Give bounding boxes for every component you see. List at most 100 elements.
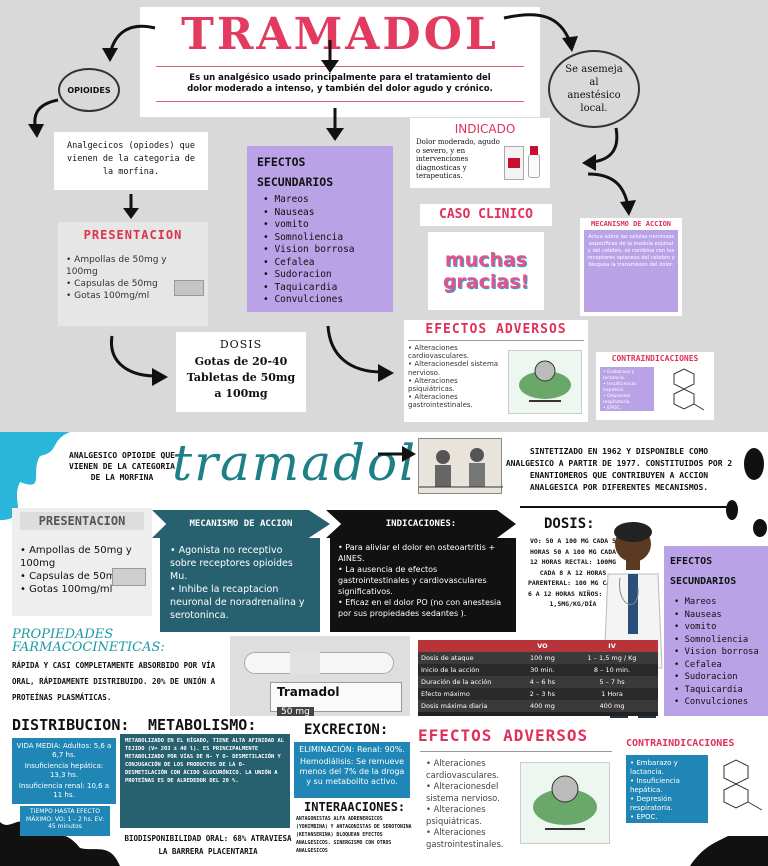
mecanismo-title: MECANISMO DE ACCION	[189, 519, 293, 529]
efectos-adversos-card: EFECTOS ADVERSOS Alteraciones cardiovasc…	[414, 726, 618, 862]
table-cell: Efecto máximo	[421, 690, 470, 698]
title-card: TRAMADOL Es un analgésico usado principa…	[140, 7, 540, 117]
presentacion-title: PRESENTACION	[20, 512, 144, 530]
list-item: Para aliviar el dolor en osteoartritis +…	[338, 542, 508, 564]
tiempo-text: TIEMPO HASTA EFECTO MÁXIMO: VO: 1 – 2 hs…	[26, 808, 104, 830]
indicaciones-header: INDICACIONES:	[326, 510, 516, 538]
propiedades-title: PROPIEDADES FARMACOCINETICAS:	[12, 627, 165, 655]
contraindicaciones-list: Embarazo y lactancia. Insuficiencia hepá…	[630, 759, 704, 822]
historical-illustration-icon	[418, 438, 503, 494]
arrow-left-icon	[102, 24, 156, 62]
list-item: vomito	[674, 621, 762, 634]
curved-arrow-icon	[28, 98, 59, 138]
efectos-secundarios-list: Mareos Nauseas vomito Somnoliencia Visio…	[257, 194, 383, 307]
list-item: Cefalea	[263, 257, 383, 270]
efectos-secundarios-title: EFECTOS SECUNDARIOS	[257, 155, 334, 189]
efectos-secundarios-title: EFECTOS SECUNDARIOS	[670, 556, 737, 587]
list-item: Capsulas de 50mg	[20, 570, 144, 583]
arrow-right-icon	[378, 446, 416, 462]
list-item: Alteraciones psiquiátricas.	[426, 804, 512, 827]
pill-label: Tramadol	[277, 685, 340, 699]
mecanismo-card: Agonista no receptivo sobre receptores o…	[160, 538, 320, 632]
efectos-adversos-list: Alteraciones cardiovasculares. Alteracio…	[408, 344, 504, 410]
dosis-text: Gotas de 20-40 Tabletas de 50mg a 100mg	[186, 355, 296, 400]
excrecion-line: Hemodiálisis: Se remueve menos del 7% de…	[299, 757, 405, 786]
list-item: Alteraciones gastrointestinales.	[426, 827, 512, 850]
list-item: Sudoracion	[674, 671, 762, 684]
indicado-card: INDICADO Dolor moderado, agudo o severo,…	[410, 118, 550, 188]
list-item: Insuficiencia hepatica.	[603, 382, 651, 394]
list-item: Vision borrosa	[263, 244, 383, 257]
presentacion-card: PRESENTACION Ampollas de 50mg y 100mg Ca…	[58, 222, 208, 326]
arrow-down-icon	[326, 108, 344, 141]
list-item: Embarazo y lactancia.	[630, 759, 704, 777]
contra-box: Embarazo y lactancia. Insuficiencia hepa…	[600, 367, 654, 411]
caso-clinico-title: CASO CLINICO	[439, 207, 533, 222]
distribucion-card: VIDA MEDIA: Adultos: 5,6 a 6,7 hs. Insuf…	[12, 738, 116, 804]
mecanismo-box: Actua sobre las celulas nerviosas especi…	[584, 230, 678, 312]
list-item: Eficaz en el dolor PO (no con anestesia …	[338, 597, 508, 619]
table-row: Efecto máximo 2 – 3 hs 1 Hora	[418, 688, 658, 700]
mecanismo-title: MECANISMO DE ACCION	[590, 220, 672, 228]
list-item: Alteraciones gastrointestinales.	[408, 393, 504, 409]
mecanismo-header: MECANISMO DE ACCION	[152, 510, 330, 538]
dosis-title: DOSIS	[219, 338, 263, 351]
interacciones-text: ANTAGONISTAS ALFA ADRENERGICOS (YOHIMBIN…	[296, 817, 412, 854]
list-item: Cefalea	[674, 659, 762, 672]
efectos-adversos-title: EFECTOS ADVERSOS	[418, 726, 589, 745]
indicaciones-title: INDICACIONES:	[385, 519, 457, 529]
list-item: Alteraciones psiquiátricas.	[408, 377, 504, 393]
presentacion-list: Ampollas de 50mg y 100mg Capsulas de 50m…	[66, 254, 200, 302]
list-item: Nauseas	[674, 609, 762, 622]
table-cell: Inicio de la acción	[421, 666, 480, 674]
metabolismo-title: METABOLISMO:	[148, 716, 257, 734]
medicine-box-icon	[174, 280, 204, 296]
biodisponibilidad-text: BIODISPONIBILIDAD ORAL: 68% ATRAVIESA LA…	[124, 834, 292, 856]
indicaciones-card: Para aliviar el dolor en osteoartritis +…	[330, 538, 516, 632]
presentacion-title: PRESENTACION	[83, 228, 183, 242]
efectos-adversos-list: Alteraciones cardiovasculares. Alteracio…	[414, 758, 512, 850]
page-title: tramadol	[172, 434, 418, 492]
contraindicaciones-card: CONTRAINDICACIONES Embarazo y lactancia.…	[622, 736, 768, 836]
list-item: Embarazo y lactancia.	[603, 370, 651, 382]
efectos-adversos-title: EFECTOS ADVERSOS	[425, 322, 567, 337]
list-item: Ampollas de 50mg y 100mg	[66, 254, 200, 278]
pill-box: Tramadol 50 mg	[270, 682, 402, 716]
propiedades-text: RÁPIDA Y CASI COMPLETAMENTE ABSORBIDO PO…	[12, 661, 216, 702]
table-cell: 1 Hora	[601, 690, 623, 698]
list-item: Nauseas	[263, 207, 383, 220]
semeja-bubble: Se asemeja al anestésico local.	[548, 50, 640, 128]
definition-text: Es un analgésico usado principalmente pa…	[187, 73, 493, 94]
table-cell: 2 – 3 hs	[529, 690, 556, 698]
curved-arrow-icon	[110, 335, 168, 386]
list-item: Insuficiencia hepática.	[630, 777, 704, 795]
table-header: VO	[537, 642, 548, 650]
sick-patient-icon	[508, 350, 582, 414]
efectos-secundarios-list: Mareos Nauseas vomito Somnoliencia Visio…	[670, 596, 762, 709]
mecanismo-card: MECANISMO DE ACCION Actua sobre las celu…	[580, 218, 682, 316]
contraindicaciones-list: Embarazo y lactancia. Insuficiencia hepa…	[603, 370, 651, 412]
excrecion-card: ELIMINACIÓN: Renal: 90%. Hemodiálisis: S…	[294, 742, 410, 798]
table-cell: Dosis máxima diaria	[421, 702, 488, 710]
curved-arrow-icon	[587, 172, 636, 216]
contraindicaciones-title: CONTRAINDICACIONES	[611, 354, 699, 363]
dosis-title: DOSIS:	[544, 516, 595, 532]
distribucion-line: VIDA MEDIA: Adultos: 5,6 a 6,7 hs.	[16, 742, 112, 759]
list-item: EPOC.	[630, 813, 704, 822]
list-item: Mareos	[263, 194, 383, 207]
caso-clinico-card: CASO CLINICO	[420, 204, 552, 226]
distribucion-title: DISTRIBUCION:	[12, 716, 130, 734]
list-item: Capsulas de 50mg	[66, 278, 200, 290]
dosis-text: VO: 50 A 100 MG CADA 5 HORAS 50 A 100 MG…	[527, 537, 618, 608]
molecule-structure-icon	[723, 759, 763, 811]
table-header	[418, 640, 519, 652]
list-item: vomito	[263, 219, 383, 232]
table-cell: 8 – 10 min.	[593, 666, 631, 674]
molecule-structure-icon	[673, 368, 705, 411]
list-item: La ausencia de efectos gastrointestinale…	[338, 564, 508, 597]
table-cell: 1 – 1,5 mg / Kg	[587, 654, 637, 662]
presentacion-list: Ampollas de 50mg y 100mg Capsulas de 50m…	[20, 544, 144, 596]
